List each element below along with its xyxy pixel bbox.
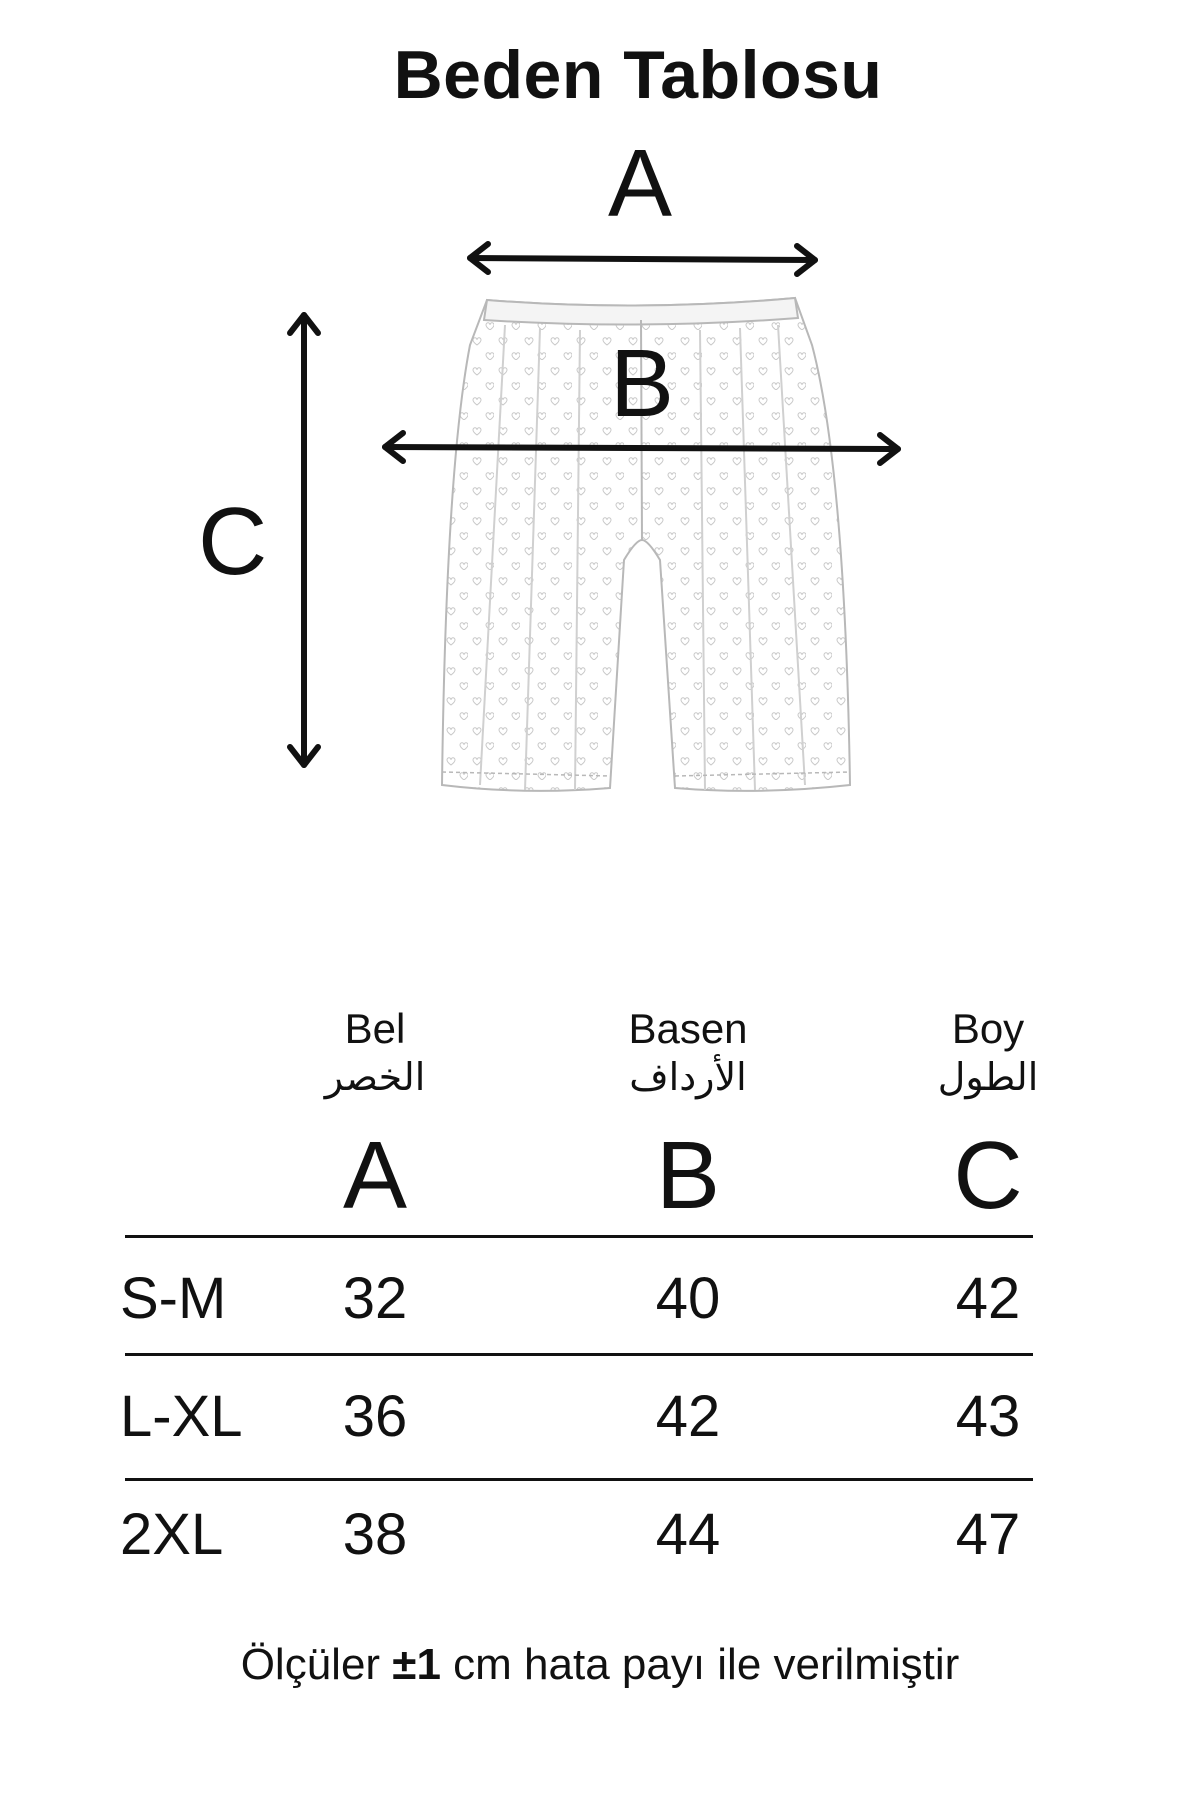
size-label: L-XL	[120, 1384, 243, 1449]
arrow-a	[467, 241, 818, 277]
shorts-diagram	[287, 241, 901, 792]
value-bel: 38	[342, 1502, 408, 1567]
column-header-bel: Bel الخصر	[265, 1005, 485, 1101]
table-divider	[125, 1478, 1033, 1481]
value-basen: 44	[655, 1502, 721, 1567]
column-letter-c: C	[953, 1122, 1023, 1229]
page-title: Beden Tablosu	[393, 37, 883, 113]
value-boy: 42	[955, 1266, 1021, 1331]
column-header-boy: Boy الطول	[878, 1005, 1098, 1101]
column-letter-b: B	[655, 1122, 721, 1229]
diagram-label-a: A	[608, 130, 673, 237]
value-boy: 47	[955, 1502, 1021, 1567]
column-header-basen: Basen الأرداف	[578, 1005, 798, 1101]
value-basen: 42	[655, 1384, 721, 1449]
tolerance-note: Ölçüler ±1 cm hata payı ile verilmiştir	[0, 1640, 1200, 1690]
column-name: Basen	[628, 1005, 748, 1052]
diagram-label-c: C	[198, 488, 268, 595]
column-letter-a: A	[342, 1122, 408, 1229]
value-basen: 40	[655, 1266, 721, 1331]
table-divider	[125, 1353, 1033, 1356]
tolerance-note-before: Ölçüler	[240, 1640, 393, 1689]
size-label: S-M	[120, 1266, 227, 1331]
table-divider	[125, 1235, 1033, 1238]
arrow-b	[382, 430, 901, 466]
column-name: Bel	[344, 1005, 406, 1052]
tolerance-value: ±1	[392, 1640, 441, 1689]
tolerance-note-after: cm hata payı ile verilmiştir	[440, 1640, 960, 1689]
shorts-illustration	[440, 296, 852, 792]
diagram-label-b: B	[610, 330, 675, 437]
column-name-arabic: الأرداف	[629, 1055, 747, 1099]
column-name-arabic: الخصر	[324, 1055, 426, 1099]
column-name: Boy	[951, 1005, 1025, 1052]
value-bel: 36	[342, 1384, 408, 1449]
arrow-c	[287, 312, 321, 768]
value-bel: 32	[342, 1266, 408, 1331]
value-boy: 43	[955, 1384, 1021, 1449]
size-label: 2XL	[120, 1502, 224, 1567]
column-name-arabic: الطول	[937, 1055, 1039, 1099]
